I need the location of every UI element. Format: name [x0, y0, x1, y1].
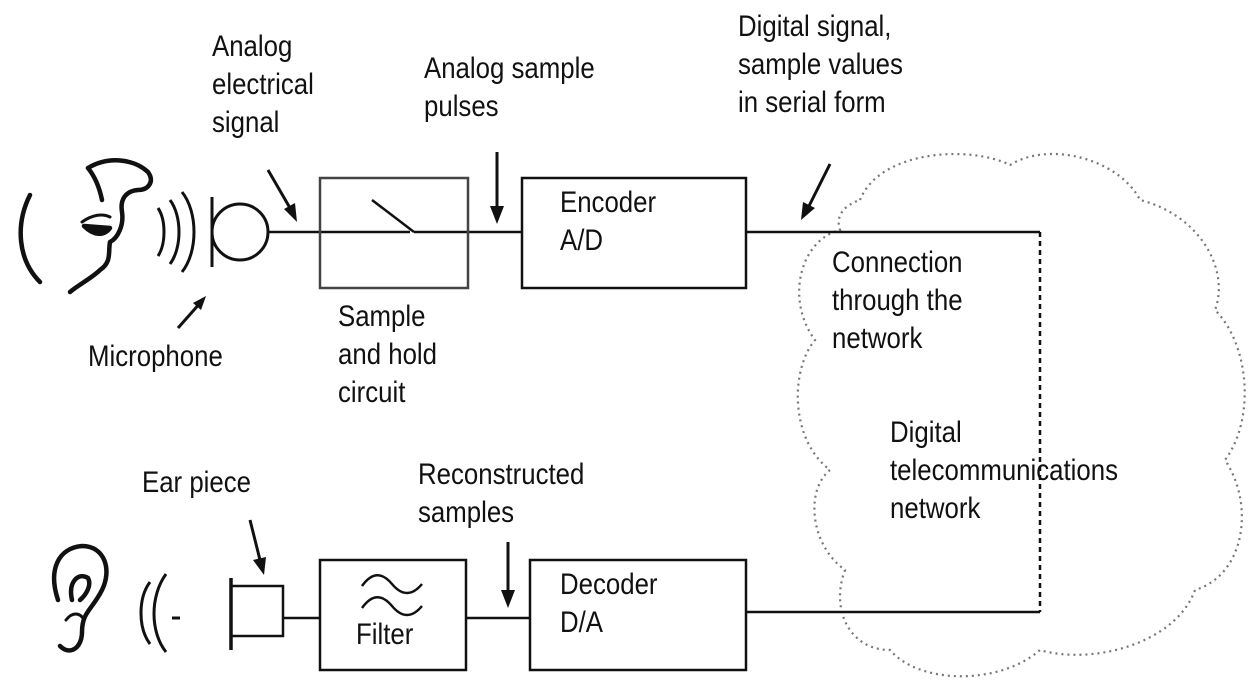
reconstructed-label: Reconstructed samples	[418, 458, 585, 529]
encoder-label: Encoder A/D	[560, 186, 657, 257]
network-cloud	[796, 152, 1246, 678]
digital-signal-arrow	[807, 163, 832, 207]
ear-piece-label: Ear piece	[142, 466, 252, 499]
encoder-box	[520, 176, 748, 290]
sample-hold-box	[318, 176, 470, 290]
microphone-arrowhead	[193, 296, 206, 310]
ear-piece-arrowhead	[253, 557, 266, 575]
filter-box	[318, 558, 468, 672]
analog-signal-label: Analog electrical signal	[212, 30, 314, 139]
microphone-icon	[210, 197, 270, 267]
ear-piece-arrow	[248, 519, 262, 561]
sound-waves-icon	[156, 191, 196, 273]
microphone-label: Microphone	[88, 340, 223, 373]
digital-signal-arrowhead	[801, 202, 815, 220]
connection-label: Connection through the network	[832, 246, 963, 355]
network-label: Digital telecommunications network	[890, 416, 1119, 525]
filter-wave-icon	[360, 574, 423, 617]
sampler-switch-line	[371, 199, 415, 233]
analog-signal-arrowhead	[284, 203, 297, 222]
decoder-box	[528, 558, 748, 672]
ear-icon	[51, 543, 109, 653]
sound-waves-icon	[139, 573, 180, 653]
face-profile-icon	[18, 158, 154, 295]
sample-pulses-arrowhead	[490, 206, 504, 224]
sample-hold-label: Sample and hold circuit	[338, 300, 437, 409]
analog-signal-arrow	[266, 169, 292, 209]
reconstructed-arrowhead	[501, 590, 515, 608]
earpiece-box	[229, 584, 285, 638]
digital-signal-label: Digital signal, sample values in serial …	[738, 10, 903, 119]
sample-pulses-label: Analog sample pulses	[424, 52, 595, 123]
decoder-label: Decoder D/A	[560, 568, 658, 639]
filter-label: Filter	[356, 618, 414, 651]
